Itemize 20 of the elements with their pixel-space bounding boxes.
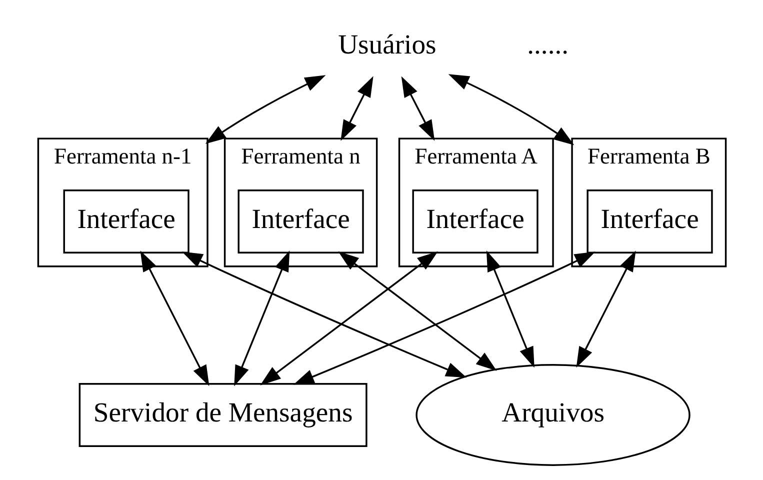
node-box: Servidor de Mensagens bbox=[78, 382, 367, 446]
node-box: Interface bbox=[62, 189, 189, 253]
node-box: Interface bbox=[412, 189, 538, 253]
arrow bbox=[234, 250, 290, 386]
arrow bbox=[576, 250, 636, 368]
node-box: Interface bbox=[237, 189, 364, 253]
node-box: Interface bbox=[586, 189, 712, 253]
arrow bbox=[260, 250, 438, 385]
arrow bbox=[448, 74, 574, 145]
arrow bbox=[181, 251, 466, 378]
label: ...... bbox=[526, 28, 568, 60]
node-text: Usuários bbox=[338, 28, 436, 60]
arrow bbox=[204, 74, 326, 144]
arrow bbox=[140, 250, 209, 386]
arrow bbox=[400, 76, 434, 140]
node-ellipse: Arquivos bbox=[415, 364, 690, 466]
arrow bbox=[292, 251, 595, 384]
arrow bbox=[338, 250, 496, 370]
arrow bbox=[340, 76, 373, 140]
arrow bbox=[486, 250, 534, 368]
